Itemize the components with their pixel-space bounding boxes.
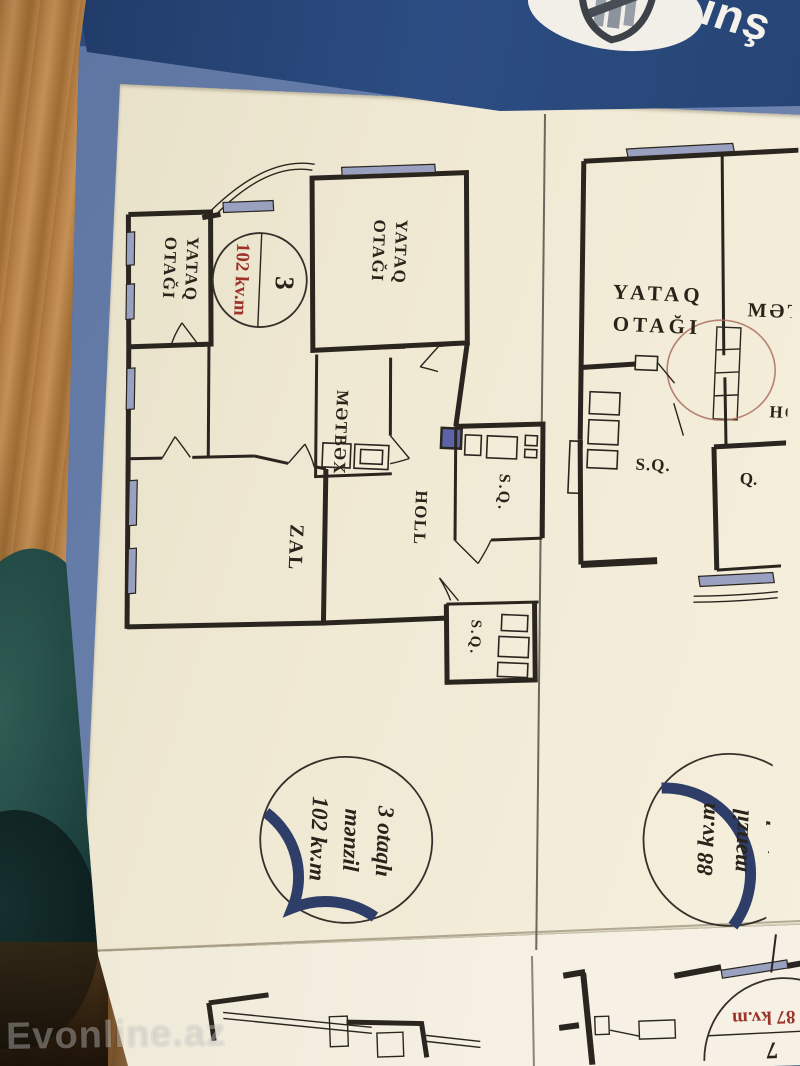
room-label-bath-top: S.Q.: [494, 473, 513, 511]
summary-102-line3: 102 kv.m: [304, 796, 333, 882]
room-label-bedroom88-1: YATAQ: [612, 280, 704, 308]
unit-number-7: 7: [766, 1036, 779, 1062]
room-label-bedroom88-2: OTAĞI: [612, 312, 701, 340]
summary-102-line2: mənzil: [338, 808, 366, 872]
floor-shadow: [0, 942, 108, 1066]
unit-number-3: 3: [269, 276, 300, 291]
room-label-bedroom-top-1: YATAQ: [390, 219, 412, 285]
room-label-bedroom-left-1: YATAQ: [181, 236, 203, 302]
floorplan-88: YATAQ OTAĞI MƏTBƏX S.Q. HOLL Q.: [567, 142, 800, 930]
room-label-kitchen: MƏTBƏX: [330, 390, 353, 476]
room-label-zal: ZAL: [284, 524, 308, 572]
unit-area-87: 87 kv.m: [732, 1006, 796, 1029]
summary-88-line3: 88 kv.m: [692, 802, 720, 876]
floorplan-bottom-left: [206, 992, 481, 1058]
room-label-hall: HOLL: [410, 490, 431, 546]
watermark: Evonline.az: [5, 1012, 227, 1058]
builder-shield-logo-icon: [527, 0, 703, 52]
floorplan-bottom-right: 87 kv.m 7: [558, 934, 800, 1066]
room-label-bedroom-top-2: OTAĞI: [368, 219, 390, 283]
room-label-bath-bottom: S.Q.: [466, 619, 483, 655]
room-label-kitchen88: MƏTBƏX: [747, 299, 800, 325]
room-label-bath88: S.Q.: [635, 455, 671, 475]
room-label-q: Q.: [740, 469, 758, 489]
floorplan-102: 102 kv.m 3 ZAL MƏTBƏX: [124, 162, 546, 685]
summary-circle-102: 3 otaqlı mənzil 102 kv.m: [259, 755, 434, 924]
room-label-bedroom-left-2: OTAĞI: [159, 236, 181, 300]
summary-102-line1: 3 otaqlı: [371, 805, 399, 878]
unit-area-102: 102 kv.m: [229, 242, 253, 316]
summary-88-line2: mənzil: [726, 808, 754, 872]
